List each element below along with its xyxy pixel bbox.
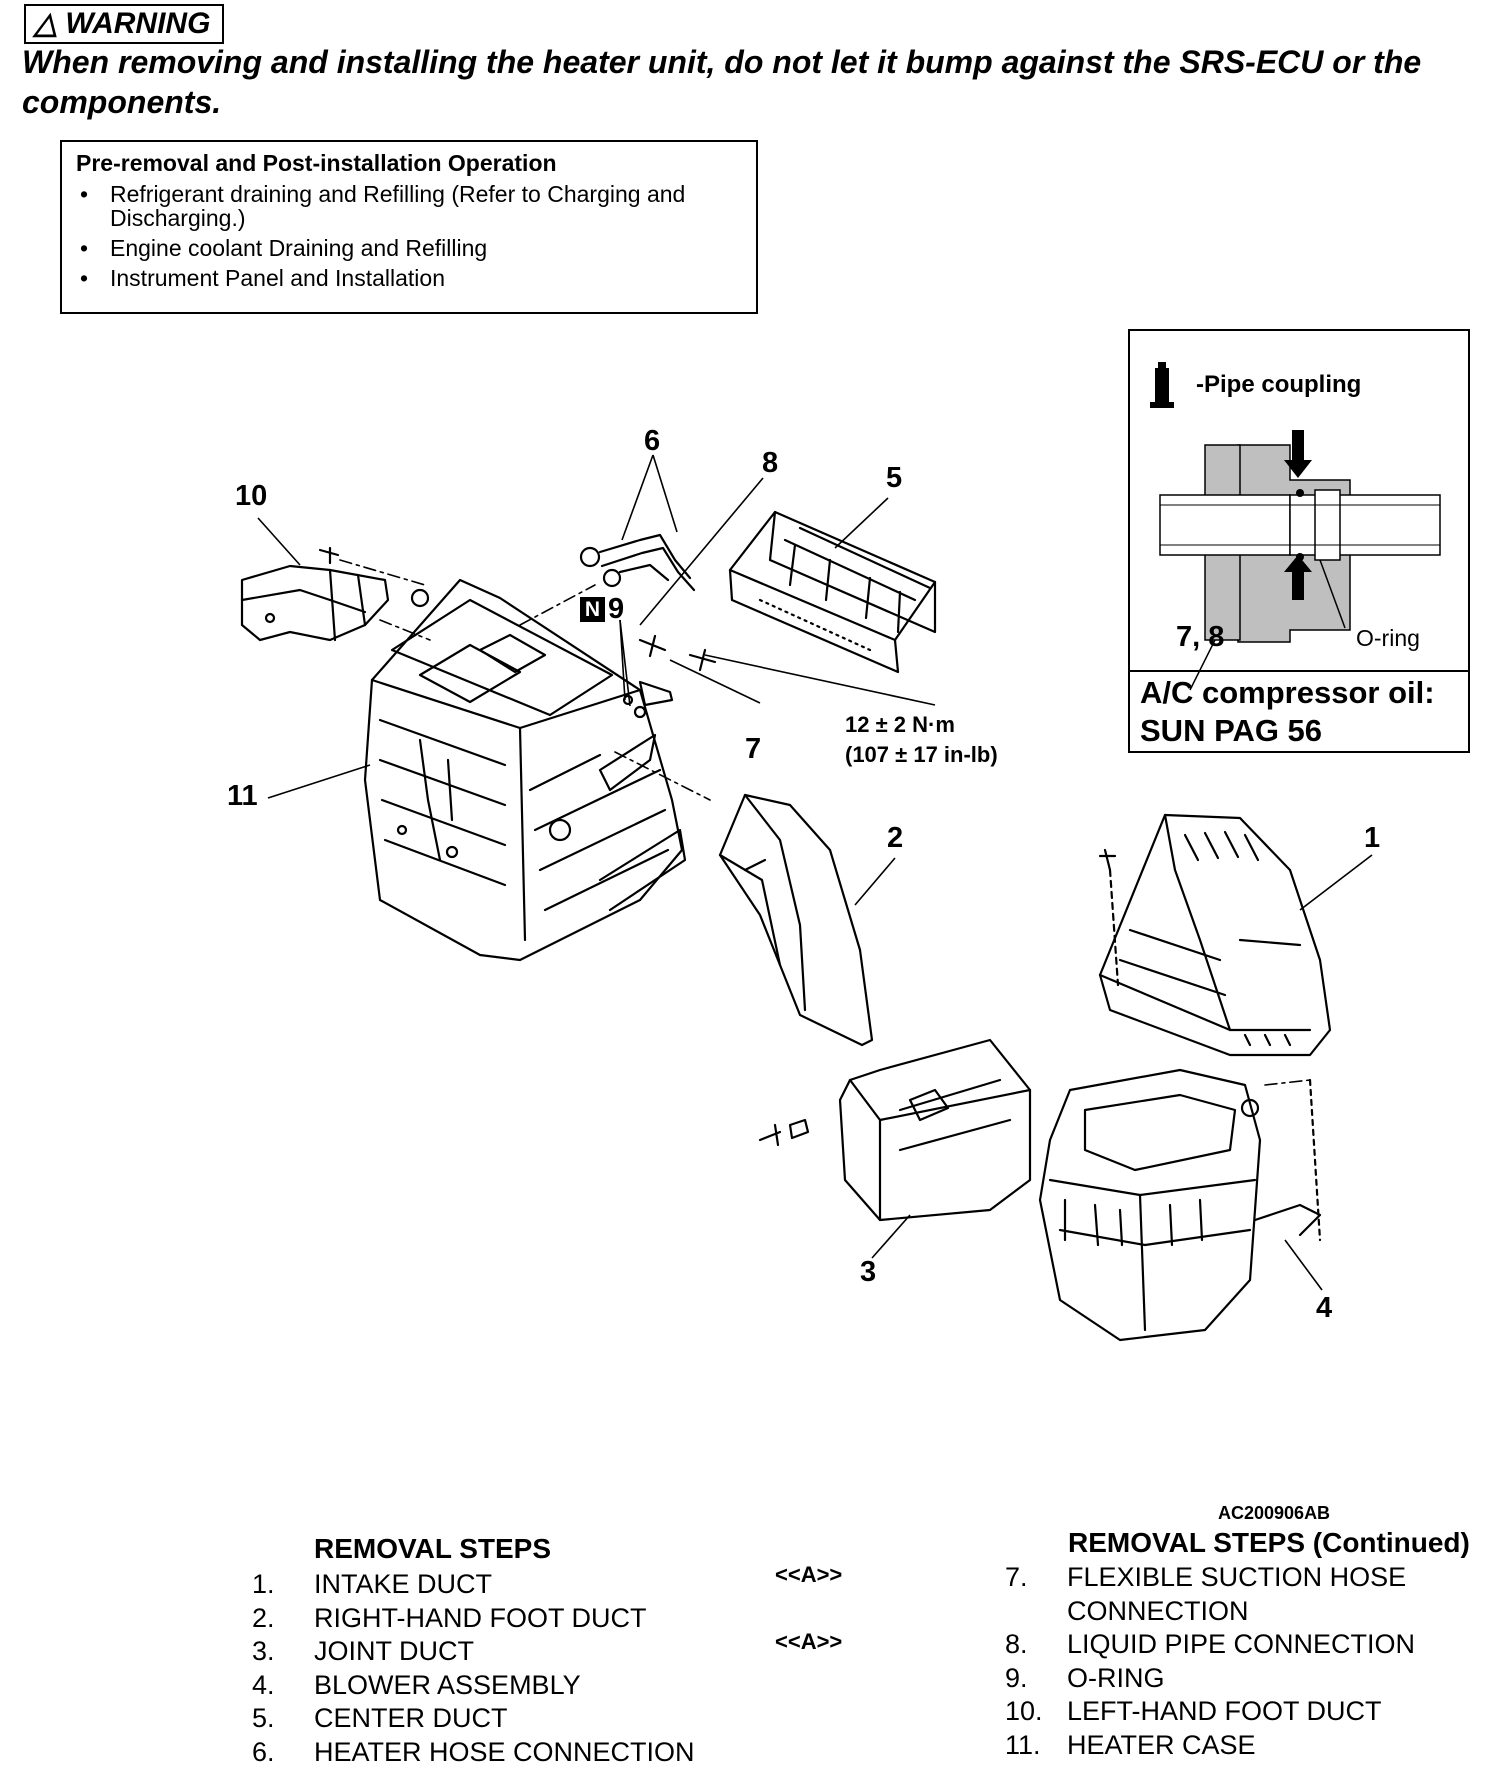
step-text: O-RING: [1005, 1663, 1165, 1693]
step-number: 10.: [1005, 1695, 1043, 1729]
step-number: 1.: [252, 1568, 275, 1602]
figure-id: AC200906AB: [1218, 1503, 1330, 1524]
callout-5: 5: [886, 462, 902, 495]
torque-spec-inlb: (107 ± 17 in-lb): [845, 740, 998, 770]
removal-step: 5.CENTER DUCT: [252, 1702, 772, 1736]
right-foot-duct-drawing: [720, 795, 872, 1045]
step-number: 9.: [1005, 1662, 1028, 1696]
step-text: LEFT-HAND FOOT DUCT: [1005, 1696, 1382, 1726]
removal-steps-continued-heading: REMOVAL STEPS (Continued): [1068, 1527, 1470, 1559]
pipe-coupling-inset: -Pipe coupling 7, 8 O-ring A/C compresso…: [1128, 329, 1470, 753]
callout-4: 4: [1316, 1292, 1332, 1325]
step-number: 11.: [1005, 1729, 1041, 1763]
removal-step: 9.O-RING: [1005, 1662, 1465, 1696]
removal-step: 3.JOINT DUCT: [252, 1635, 772, 1669]
removal-step: 6.HEATER HOSE CONNECTION: [252, 1736, 772, 1769]
step-text: HEATER CASE: [1005, 1730, 1256, 1760]
step-text: CENTER DUCT: [252, 1703, 508, 1733]
removal-step: 8.LIQUID PIPE CONNECTION: [1005, 1628, 1465, 1662]
step-text: JOINT DUCT: [252, 1636, 474, 1666]
center-duct-drawing: [730, 512, 935, 672]
callout-10: 10: [235, 480, 267, 513]
fasteners-drawing: [320, 548, 715, 717]
heater-case-drawing: [365, 580, 685, 960]
pipe-coupling-title: -Pipe coupling: [1196, 371, 1361, 399]
inset-divider: [1130, 670, 1468, 672]
callout-3: 3: [860, 1256, 876, 1289]
removal-step: 11.HEATER CASE: [1005, 1729, 1465, 1763]
intake-duct-drawing: [1100, 815, 1330, 1055]
removal-step: 1.INTAKE DUCT: [252, 1568, 772, 1602]
removal-steps-heading: REMOVAL STEPS: [314, 1533, 551, 1565]
step-text: LIQUID PIPE CONNECTION: [1005, 1629, 1415, 1659]
step-text: INTAKE DUCT: [252, 1569, 492, 1599]
inset-oring-label: O-ring: [1356, 625, 1420, 652]
oil-spec-line2: SUN PAG 56: [1140, 713, 1322, 749]
callout-9: 9: [608, 593, 624, 626]
step-number: 4.: [252, 1669, 275, 1703]
step-number: 6.: [252, 1736, 275, 1769]
callout-1: 1: [1364, 822, 1380, 855]
removal-step: 4.BLOWER ASSEMBLY: [252, 1669, 772, 1703]
step-text: BLOWER ASSEMBLY: [252, 1670, 581, 1700]
callout-11: 11: [227, 780, 258, 813]
removal-step: 10.LEFT-HAND FOOT DUCT: [1005, 1695, 1465, 1729]
service-point-ref-7: <<A>>: [775, 1562, 842, 1588]
torque-spec-nm: 12 ± 2 N·m: [845, 710, 955, 740]
inset-callout-7-8: 7, 8: [1176, 621, 1224, 654]
left-foot-duct-drawing: [242, 566, 388, 640]
joint-duct-drawing: [760, 1040, 1030, 1220]
callout-2: 2: [887, 822, 903, 855]
callout-7: 7: [745, 733, 761, 766]
service-point-ref-8: <<A>>: [775, 1629, 842, 1655]
step-text: HEATER HOSE CONNECTION: [252, 1737, 695, 1767]
callout-6: 6: [644, 425, 660, 458]
removal-steps-right: 7.FLEXIBLE SUCTION HOSE CONNECTION 8.LIQ…: [1005, 1561, 1465, 1762]
removal-steps-left: 1.INTAKE DUCT 2.RIGHT-HAND FOOT DUCT 3.J…: [252, 1568, 772, 1769]
step-text: FLEXIBLE SUCTION HOSE: [1005, 1562, 1406, 1592]
blower-assembly-drawing: [1040, 1070, 1320, 1340]
oil-spec-line1: A/C compressor oil:: [1140, 675, 1435, 711]
callout-8: 8: [762, 447, 778, 480]
new-part-badge: N: [580, 597, 605, 622]
step-number: 7.: [1005, 1561, 1028, 1595]
removal-step: 2.RIGHT-HAND FOOT DUCT: [252, 1602, 772, 1636]
step-number: 8.: [1005, 1628, 1028, 1662]
removal-step: 7.FLEXIBLE SUCTION HOSE: [1005, 1561, 1465, 1595]
step-number: 5.: [252, 1702, 275, 1736]
step-text: RIGHT-HAND FOOT DUCT: [252, 1603, 647, 1633]
step-text: CONNECTION: [1005, 1596, 1249, 1626]
removal-step-continuation: CONNECTION: [1005, 1595, 1465, 1629]
step-number: 3.: [252, 1635, 275, 1669]
step-number: 2.: [252, 1602, 275, 1636]
